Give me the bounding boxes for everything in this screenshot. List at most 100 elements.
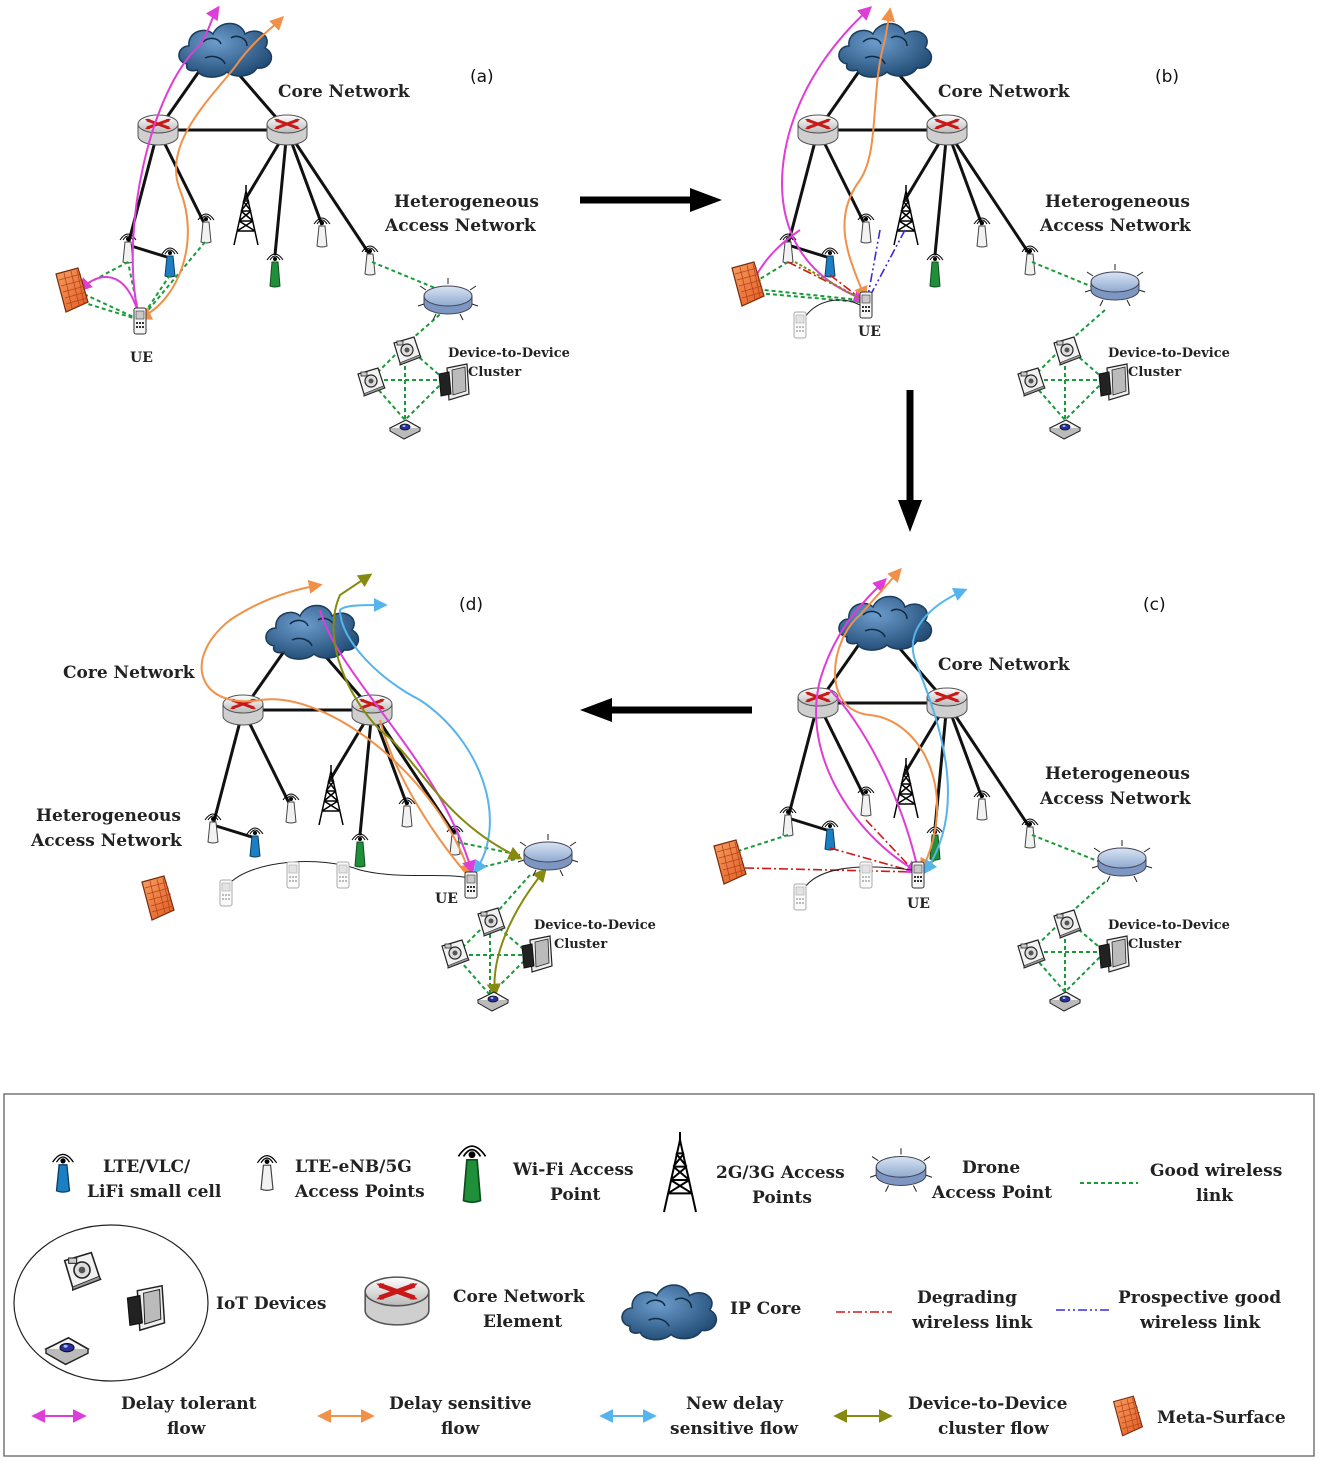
ue-previous-position-icon <box>793 311 807 339</box>
core-links <box>211 649 457 840</box>
ue-label: UE <box>858 324 881 340</box>
cell-tower-icon <box>318 764 344 826</box>
core-router-icon <box>136 113 180 147</box>
wifi-ap-icon <box>926 253 944 288</box>
d2d-label-line1: Device-to-Device <box>1108 918 1230 933</box>
legend-prospective-line2: wireless link <box>1139 1313 1261 1333</box>
legend-degrading-line2: wireless link <box>911 1313 1033 1333</box>
cell-tower-icon <box>893 184 919 246</box>
flows <box>200 573 547 998</box>
enb-icon <box>313 217 331 248</box>
ue-trajectory <box>802 299 861 321</box>
legend-small-cell-line2: LiFi small cell <box>87 1182 222 1202</box>
enb-icon <box>1021 818 1039 849</box>
ue-trajectory <box>227 861 471 886</box>
enb-icon <box>973 790 991 821</box>
panel-c: (c) Core Network Heterogeneous Access Ne… <box>713 567 1230 1012</box>
legend: LTE/VLC/ LiFi small cell LTE-eNB/5G Acce… <box>3 1093 1315 1457</box>
core-network-label: Core Network <box>938 655 1071 675</box>
ue-icon <box>133 307 147 335</box>
ue-previous-position-icon <box>793 883 807 911</box>
ue-previous-position-icon <box>286 861 300 889</box>
wifi-ap-icon <box>351 833 369 868</box>
hetero-label-line1: Heterogeneous <box>394 192 539 212</box>
panel-d: (d) Core Network Heterogeneous Access Ne… <box>30 573 656 1012</box>
legend-d2d-flow-line2: cluster flow <box>938 1419 1049 1439</box>
core-router-icon <box>265 113 309 147</box>
panel-a: (a) Core Network Heterogeneous Access Ne… <box>55 5 570 440</box>
transition-arrows <box>580 188 922 722</box>
core-router-icon <box>925 686 969 720</box>
panel-tag: (b) <box>1155 67 1179 87</box>
legend-good-line2: link <box>1196 1186 1234 1206</box>
legend-iot: IoT Devices <box>216 1294 327 1314</box>
d2d-label-line2: Cluster <box>468 365 521 380</box>
camera-icon <box>441 939 470 969</box>
enb-icon <box>361 245 379 276</box>
legend-new-sensitive-line1: New delay <box>686 1394 784 1414</box>
panel-tag: (c) <box>1143 595 1166 615</box>
ue-previous-position-icon <box>219 879 233 907</box>
good-links <box>72 241 447 422</box>
d2d-label-line1: Device-to-Device <box>534 918 656 933</box>
small-cell-icon <box>821 247 839 278</box>
legend-small-cell-line1: LTE/VLC/ <box>103 1157 191 1177</box>
panel-tag: (d) <box>459 595 483 615</box>
camcorder-icon <box>521 935 553 973</box>
flows <box>78 5 284 320</box>
legend-d2d-flow-line1: Device-to-Device <box>908 1394 1068 1414</box>
legend-2g3g-line1: 2G/3G Access <box>716 1163 845 1183</box>
ip-core-cloud-icon <box>265 604 360 660</box>
d2d-label-line2: Cluster <box>1128 365 1181 380</box>
flows <box>815 567 968 875</box>
core-router-icon <box>796 113 840 147</box>
core-network-label: Core Network <box>63 663 196 683</box>
enb-icon <box>204 813 222 844</box>
ue-label: UE <box>130 350 153 366</box>
small-cell-icon <box>821 820 839 851</box>
sensor-icon <box>1049 991 1081 1012</box>
small-cell-icon <box>161 247 179 278</box>
core-router-icon <box>365 1277 429 1325</box>
cell-tower-icon <box>893 757 919 819</box>
drone-ap-icon <box>517 833 579 877</box>
legend-new-sensitive-line2: sensitive flow <box>670 1419 798 1439</box>
hetero-label-line1: Heterogeneous <box>36 806 181 826</box>
flows <box>746 6 896 303</box>
legend-enb-line1: LTE-eNB/5G <box>295 1157 412 1177</box>
camcorder-icon <box>438 363 470 401</box>
ue-label: UE <box>907 896 930 912</box>
core-network-label: Core Network <box>278 82 411 102</box>
d2d-label-line1: Device-to-Device <box>1108 346 1230 361</box>
camera-icon <box>1053 909 1082 939</box>
ue-trajectory <box>802 866 913 891</box>
hetero-label-line2: Access Network <box>384 216 537 236</box>
panel-tag: (a) <box>470 67 494 87</box>
meta-surface-icon <box>55 267 89 313</box>
legend-tolerant-line2: flow <box>167 1419 206 1439</box>
ue-icon <box>859 291 873 319</box>
ue-previous-position-icon <box>859 861 873 889</box>
legend-meta: Meta-Surface <box>1157 1408 1286 1428</box>
ue-previous-position-icon <box>336 861 350 889</box>
camcorder-icon <box>1098 363 1130 401</box>
d2d-label-line2: Cluster <box>1128 937 1181 952</box>
ip-core-cloud-icon <box>838 22 933 78</box>
enb-icon <box>1021 245 1039 276</box>
enb-icon <box>398 797 416 828</box>
legend-good-line1: Good wireless <box>1150 1161 1282 1181</box>
ue-icon <box>464 871 478 899</box>
camera-icon <box>393 336 422 366</box>
hetero-label-line1: Heterogeneous <box>1045 764 1190 784</box>
legend-ipcore: IP Core <box>730 1299 801 1319</box>
legend-core-el-line1: Core Network <box>453 1287 586 1307</box>
enb-icon <box>779 806 797 837</box>
legend-frame <box>3 1093 1315 1457</box>
legend-sensitive-line2: flow <box>441 1419 480 1439</box>
drone-ap-icon <box>1084 263 1146 307</box>
legend-prospective-line1: Prospective good <box>1118 1288 1281 1308</box>
ue-icon <box>911 861 925 889</box>
wifi-ap-icon <box>266 253 284 288</box>
legend-2g3g-line2: Points <box>752 1188 812 1208</box>
